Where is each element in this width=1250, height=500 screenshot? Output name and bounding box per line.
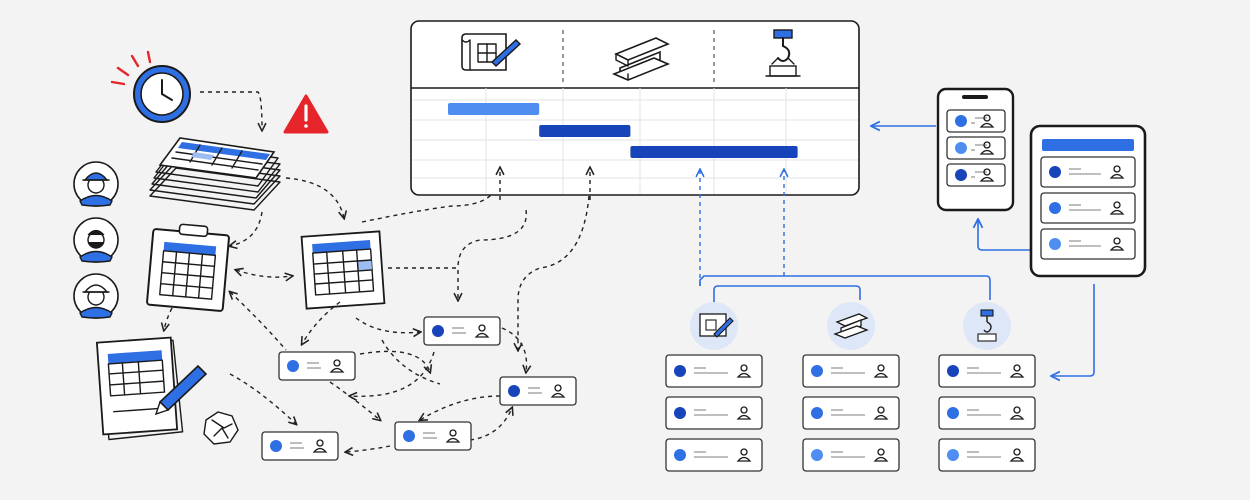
status-dot (508, 385, 520, 397)
task-card[interactable] (423, 316, 501, 346)
phone-task-card[interactable] (946, 136, 1006, 160)
user-icon (873, 406, 889, 420)
status-dot (955, 142, 967, 154)
trade-task-card[interactable] (665, 396, 763, 430)
clock-icon (110, 50, 191, 123)
warning-triangle-icon (283, 94, 329, 134)
chaos-task-cards (261, 316, 577, 461)
status-dot (811, 449, 823, 461)
phone-task-card[interactable] (946, 109, 1006, 133)
trade-task-card[interactable] (802, 438, 900, 472)
status-dot (1049, 238, 1061, 250)
user-icon (736, 406, 752, 420)
trade-column (665, 302, 763, 472)
trade-column (938, 302, 1036, 472)
phone-task-card[interactable] (946, 163, 1006, 187)
user-icon (979, 141, 995, 155)
worker-bearded-icon (73, 217, 119, 263)
blueprint-pencil-icon (461, 33, 522, 71)
user-icon (1009, 448, 1025, 462)
user-icon (445, 429, 461, 443)
crane-hook-icon (765, 29, 801, 77)
user-icon (979, 168, 995, 182)
trade-columns (665, 302, 1036, 472)
pen-icon (154, 364, 208, 416)
trade-task-card[interactable] (802, 354, 900, 388)
gantt-bars (448, 103, 798, 158)
user-icon (1009, 364, 1025, 378)
user-icon (1109, 165, 1125, 179)
gantt-bar[interactable] (539, 125, 631, 137)
trade-column (802, 302, 900, 472)
user-icon (1009, 406, 1025, 420)
phone-device (936, 87, 1015, 212)
user-icon (474, 324, 490, 338)
status-dot (432, 325, 444, 337)
task-card[interactable] (278, 351, 356, 381)
worker-hardhat-icon (73, 161, 119, 207)
tablet-task-card[interactable] (1040, 156, 1136, 188)
blueprint-pencil-icon (690, 302, 738, 350)
user-icon (312, 439, 328, 453)
worker-hardhat-icon (73, 273, 119, 319)
status-dot (403, 430, 415, 442)
status-dot (947, 407, 959, 419)
tablet-task-card[interactable] (1040, 228, 1136, 260)
task-card[interactable] (499, 376, 577, 406)
clipboard (146, 223, 230, 312)
steel-beam-icon (611, 37, 671, 81)
user-icon (736, 364, 752, 378)
trade-task-card[interactable] (802, 396, 900, 430)
user-icon (1109, 237, 1125, 251)
status-dot (287, 360, 299, 372)
trade-task-card[interactable] (665, 354, 763, 388)
task-card[interactable] (394, 421, 472, 451)
trade-task-card[interactable] (665, 438, 763, 472)
status-dot (955, 169, 967, 181)
status-dot (947, 365, 959, 377)
form-sheet (300, 230, 386, 310)
status-dot (674, 449, 686, 461)
user-icon (1109, 201, 1125, 215)
tablet-device (1029, 124, 1147, 278)
steel-beam-icon (827, 302, 875, 350)
user-icon (873, 448, 889, 462)
status-dot (1049, 166, 1061, 178)
user-icon (736, 448, 752, 462)
user-icon (979, 114, 995, 128)
trade-task-card[interactable] (938, 438, 1036, 472)
user-icon (329, 359, 345, 373)
document-with-pen (95, 336, 208, 441)
trade-task-card[interactable] (938, 396, 1036, 430)
status-dot (674, 407, 686, 419)
gantt-bar[interactable] (630, 146, 798, 158)
task-card[interactable] (261, 431, 339, 461)
sync-connectors (700, 126, 1095, 376)
gantt-input-arrows (500, 168, 590, 200)
status-dot (1049, 202, 1061, 214)
crumpled-paper-icon (203, 411, 239, 445)
status-dot (811, 365, 823, 377)
crane-hook-icon (963, 302, 1011, 350)
user-icon (550, 384, 566, 398)
trade-task-card[interactable] (938, 354, 1036, 388)
gantt-bar[interactable] (448, 103, 540, 115)
status-dot (811, 407, 823, 419)
paper-stack (149, 137, 281, 211)
status-dot (270, 440, 282, 452)
status-dot (947, 449, 959, 461)
tablet-task-card[interactable] (1040, 192, 1136, 224)
gantt-board (410, 20, 860, 196)
status-dot (955, 115, 967, 127)
user-icon (873, 364, 889, 378)
status-dot (674, 365, 686, 377)
